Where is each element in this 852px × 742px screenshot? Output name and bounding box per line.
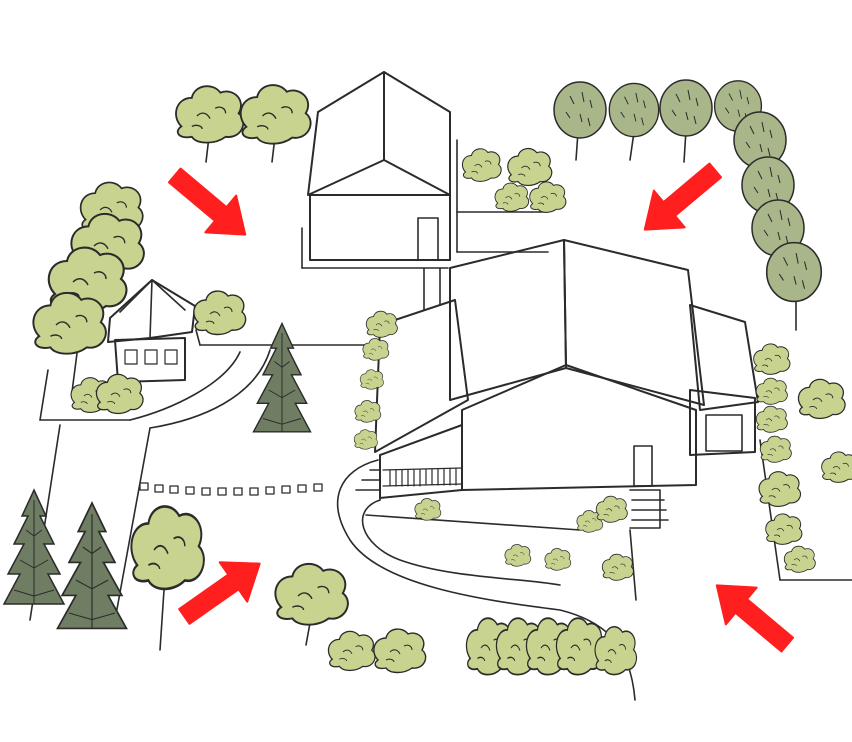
shrubs-near-garage: [462, 149, 566, 213]
arrow-icon: [629, 152, 730, 248]
conifer-center: [254, 324, 311, 432]
arrows: [159, 152, 802, 663]
arrow-icon: [159, 157, 260, 253]
shrubs-right-column: [754, 344, 852, 572]
arrow-icon: [701, 567, 802, 663]
conifers-bottom-left: [4, 490, 204, 650]
main-house: [356, 240, 758, 528]
garage-building: [308, 72, 450, 260]
hedge-bottom: [466, 618, 636, 674]
tree-cluster-top-left: [176, 85, 311, 162]
stepping-stones: [140, 483, 322, 495]
